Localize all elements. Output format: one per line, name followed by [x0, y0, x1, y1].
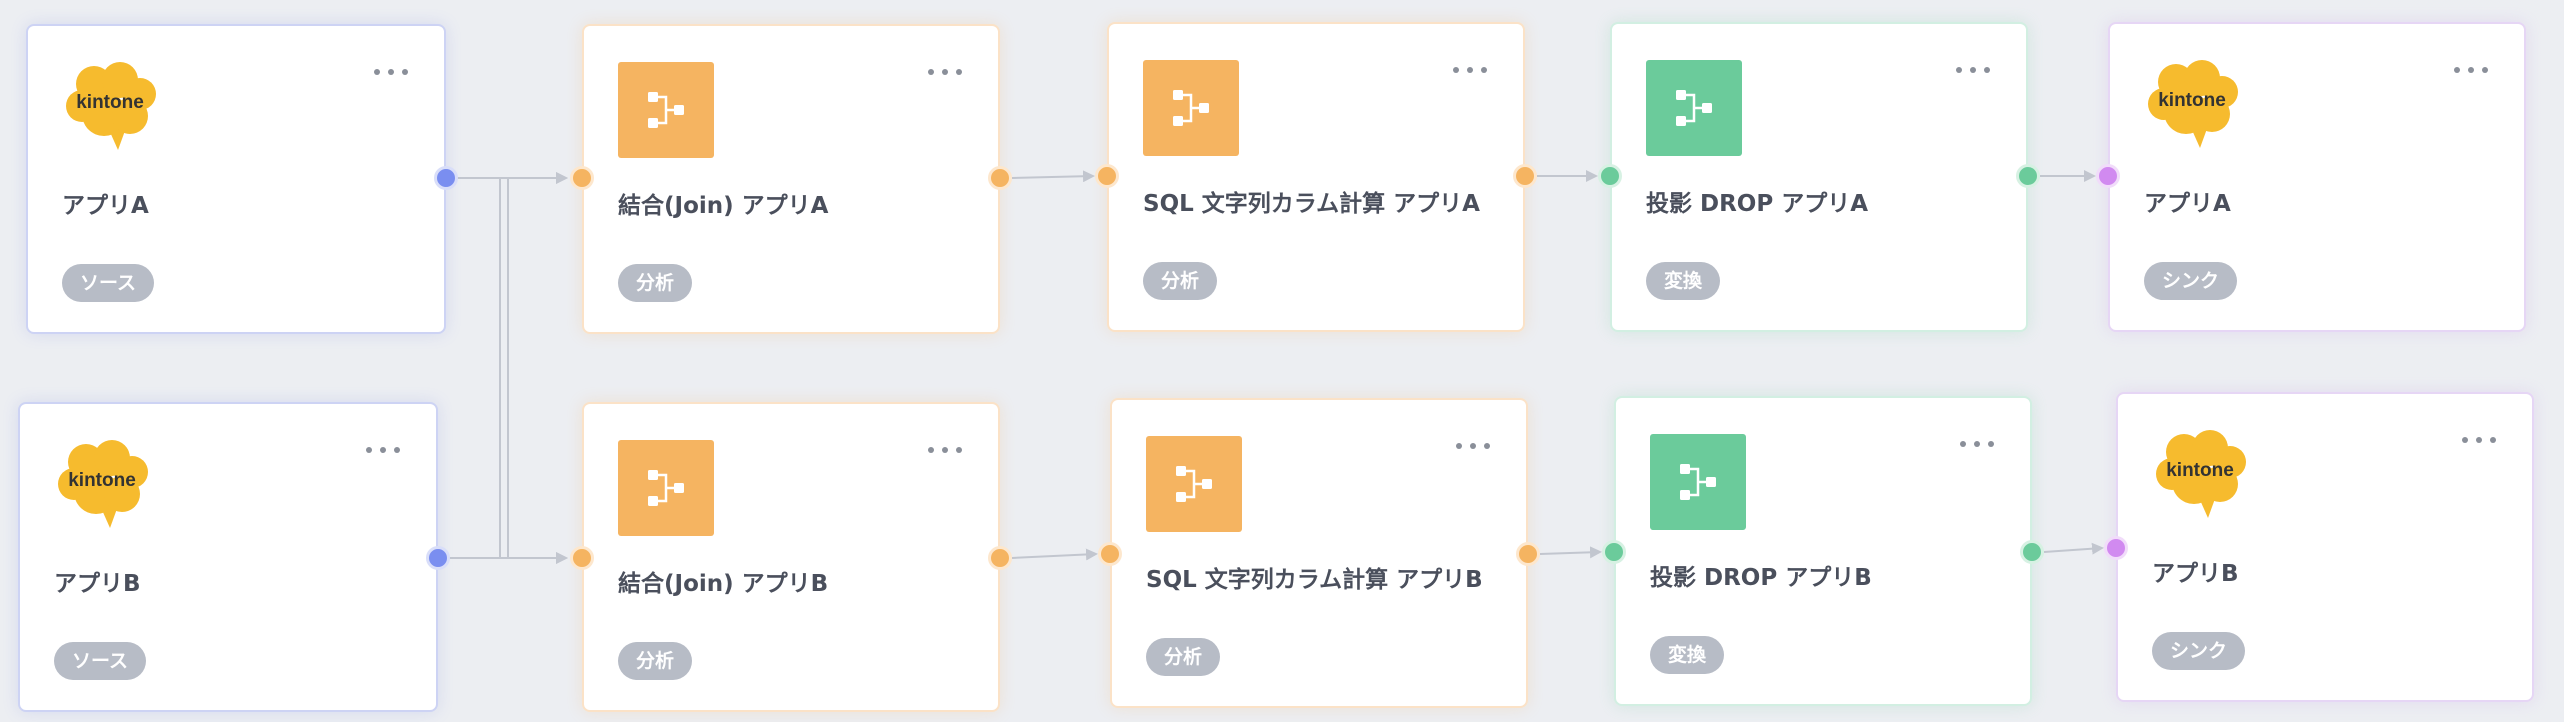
more-options-icon[interactable]: [2462, 434, 2496, 446]
node-card-drop-b[interactable]: 投影 DROP アプリB 変換: [1614, 396, 2032, 706]
node-card-src-a[interactable]: kintone アプリA ソース: [26, 24, 446, 334]
node-type-badge: 変換: [1650, 636, 1725, 674]
edge-src-b-to-join-a: [438, 172, 568, 559]
output-port-join-b[interactable]: [988, 546, 1012, 570]
flow-branch-icon: [1650, 434, 1746, 530]
node-type-badge: ソース: [54, 642, 147, 680]
output-port-drop-b[interactable]: [2020, 540, 2044, 564]
node-title: アプリB: [2152, 561, 2239, 587]
input-port-sql-b[interactable]: [1098, 542, 1122, 566]
more-options-icon[interactable]: [1960, 438, 1994, 450]
node-type-badge: 分析: [1143, 262, 1218, 300]
edge-drop-b-to-sink-b: [2043, 542, 2104, 555]
edge-join-b-to-sql-b: [1011, 548, 1098, 561]
input-port-join-b[interactable]: [570, 546, 594, 570]
node-card-sink-b[interactable]: kintone アプリB シンク: [2116, 392, 2534, 702]
kintone-logo-icon: kintone: [56, 440, 156, 530]
kintone-logo-icon: kintone: [2154, 430, 2254, 520]
node-card-sink-a[interactable]: kintone アプリA シンク: [2108, 22, 2526, 332]
more-options-icon[interactable]: [928, 66, 962, 78]
flow-branch-icon: [618, 440, 714, 536]
node-title: アプリA: [62, 193, 149, 219]
more-options-icon[interactable]: [366, 444, 400, 456]
node-title: SQL 文字列カラム計算 アプリA: [1143, 191, 1480, 217]
output-port-src-b[interactable]: [426, 546, 450, 570]
input-port-sql-a[interactable]: [1095, 164, 1119, 188]
output-port-join-a[interactable]: [988, 166, 1012, 190]
node-title: アプリB: [54, 571, 141, 597]
node-type-badge: 分析: [1146, 638, 1221, 676]
kintone-logo-text: kintone: [2166, 460, 2234, 481]
output-port-src-a[interactable]: [434, 166, 458, 190]
node-title: 投影 DROP アプリA: [1646, 191, 1869, 217]
kintone-logo-text: kintone: [2158, 90, 2226, 111]
node-type-badge: 変換: [1646, 262, 1721, 300]
input-port-sink-b[interactable]: [2104, 536, 2128, 560]
node-type-badge: 分析: [618, 642, 693, 680]
node-card-sql-b[interactable]: SQL 文字列カラム計算 アプリB 分析: [1110, 398, 1528, 708]
node-card-sql-a[interactable]: SQL 文字列カラム計算 アプリA 分析: [1107, 22, 1525, 332]
node-title: アプリA: [2144, 191, 2231, 217]
node-title: 投影 DROP アプリB: [1650, 565, 1872, 591]
more-options-icon[interactable]: [928, 444, 962, 456]
more-options-icon[interactable]: [1956, 64, 1990, 76]
more-options-icon[interactable]: [1456, 440, 1490, 452]
node-type-badge: シンク: [2152, 632, 2246, 670]
node-title: 結合(Join) アプリA: [618, 193, 829, 219]
kintone-logo-text: kintone: [76, 92, 144, 113]
node-title: SQL 文字列カラム計算 アプリB: [1146, 567, 1483, 593]
more-options-icon[interactable]: [374, 66, 408, 78]
flow-branch-icon: [1143, 60, 1239, 156]
kintone-logo-icon: kintone: [2146, 60, 2246, 150]
node-card-drop-a[interactable]: 投影 DROP アプリA 変換: [1610, 22, 2028, 332]
edge-src-a-to-join-b: [446, 177, 568, 564]
flow-branch-icon: [1646, 60, 1742, 156]
output-port-sql-b[interactable]: [1516, 542, 1540, 566]
input-port-drop-a[interactable]: [1598, 164, 1622, 188]
input-port-sink-a[interactable]: [2096, 164, 2120, 188]
kintone-logo-icon: kintone: [64, 62, 164, 152]
output-port-sql-a[interactable]: [1513, 164, 1537, 188]
node-card-join-a[interactable]: 結合(Join) アプリA 分析: [582, 24, 1000, 334]
node-title: 結合(Join) アプリB: [618, 571, 829, 597]
node-card-src-b[interactable]: kintone アプリB ソース: [18, 402, 438, 712]
node-type-badge: シンク: [2144, 262, 2238, 300]
input-port-drop-b[interactable]: [1602, 540, 1626, 564]
edge-sql-b-to-drop-b: [1539, 546, 1602, 559]
flow-branch-icon: [618, 62, 714, 158]
node-card-join-b[interactable]: 結合(Join) アプリB 分析: [582, 402, 1000, 712]
more-options-icon[interactable]: [1453, 64, 1487, 76]
output-port-drop-a[interactable]: [2016, 164, 2040, 188]
kintone-logo-text: kintone: [68, 470, 136, 491]
edge-join-a-to-sql-a: [1011, 170, 1095, 183]
input-port-join-a[interactable]: [570, 166, 594, 190]
flow-branch-icon: [1146, 436, 1242, 532]
node-type-badge: 分析: [618, 264, 693, 302]
more-options-icon[interactable]: [2454, 64, 2488, 76]
node-type-badge: ソース: [62, 264, 155, 302]
